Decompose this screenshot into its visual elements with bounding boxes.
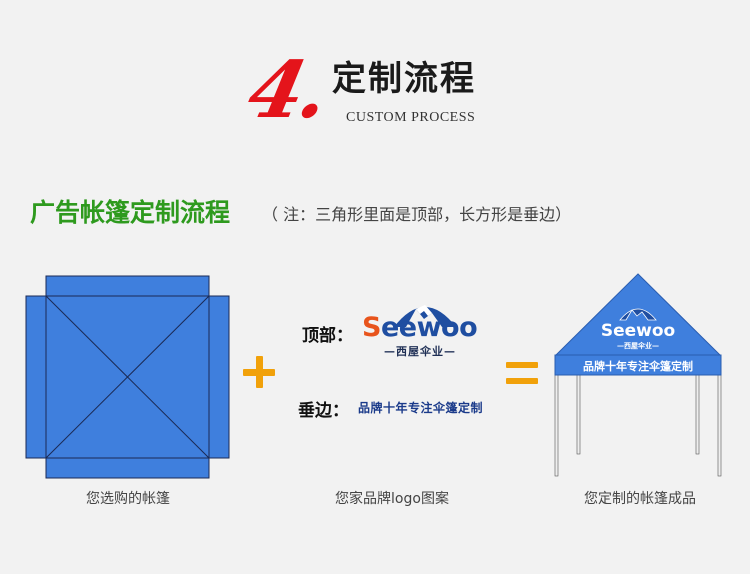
- side-text: 品牌十年专注伞篷定制: [358, 401, 484, 415]
- caption-logo-pattern: 您家品牌logo图案: [335, 491, 449, 507]
- logo-wordmark: Seewoo: [362, 312, 478, 343]
- tent-valance: [554, 354, 722, 376]
- caption-selected-tent: 您选购的帐篷: [86, 491, 170, 507]
- side-panel-top: [45, 275, 210, 297]
- section-title: 广告帐篷定制流程: [30, 198, 231, 227]
- plus-icon: [243, 356, 275, 388]
- logo-subtitle: —西屋伞业—: [384, 345, 456, 358]
- side-panel-left: [25, 295, 47, 459]
- tent-flat-diagram: [25, 275, 230, 479]
- tent-leg-left: [554, 373, 559, 477]
- step-number: 4.: [240, 45, 334, 136]
- tent-leg-back-right: [695, 373, 700, 455]
- tent-logo-sub: —西屋伞业—: [617, 341, 659, 350]
- logo-word-s: S: [362, 312, 381, 343]
- finished-tent-diagram: Seewoo —西屋伞业— 品牌十年专注伞篷定制: [554, 273, 722, 477]
- top-label: 顶部：: [302, 326, 353, 346]
- equals-icon: [506, 362, 538, 384]
- side-panel-bottom: [45, 457, 210, 479]
- caption-finished-tent: 您定制的帐篷成品: [584, 491, 696, 507]
- logo-mountain-icon: [394, 305, 456, 327]
- tent-leg-right: [717, 373, 722, 477]
- side-label: 垂边：: [298, 401, 349, 421]
- section-note: （ 注：三角形里面是顶部，长方形是垂边）: [262, 205, 572, 224]
- tent-leg-back-left: [576, 373, 581, 455]
- logo-word-rest: eewoo: [380, 312, 478, 343]
- tent-logo-word: Seewoo: [601, 321, 675, 341]
- page-subtitle: CUSTOM PROCESS: [346, 110, 476, 125]
- page-title: 定制流程: [332, 59, 476, 99]
- side-panel-right: [208, 295, 230, 459]
- tent-banner-text: 品牌十年专注伞篷定制: [583, 359, 693, 373]
